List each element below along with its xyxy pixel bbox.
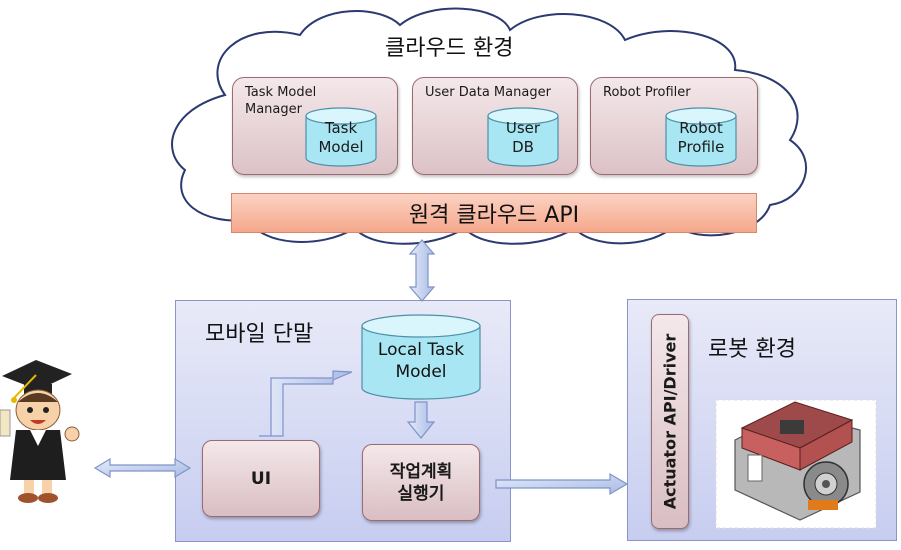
cloud-mobile-arrow xyxy=(408,239,436,302)
user-db-line2: DB xyxy=(512,138,534,156)
task-model-manager-label-line2: Manager xyxy=(245,102,302,117)
user-db-icon xyxy=(487,107,559,167)
user-db-line1: User xyxy=(505,119,541,137)
cloud-title: 클라우드 환경 xyxy=(385,36,514,61)
executor-to-robot-arrow xyxy=(495,472,629,496)
executor-line1: 작업계획 xyxy=(389,461,453,482)
user-data-manager-label: User Data Manager xyxy=(425,85,551,100)
ui-label: UI xyxy=(250,468,272,489)
ui-to-db-arrow xyxy=(259,370,353,437)
task-plan-executor-box: 작업계획 실행기 xyxy=(362,444,480,521)
remote-cloud-api-label: 원격 클라우드 API xyxy=(408,203,580,228)
robot-environment-title: 로봇 환경 xyxy=(708,337,796,362)
actuator-driver-box: Actuator API/Driver xyxy=(651,314,689,529)
task-model-db-line1: Task xyxy=(324,119,358,137)
db-to-executor-arrow xyxy=(406,401,436,439)
task-model-db-line2: Model xyxy=(318,138,364,156)
executor-line2: 실행기 xyxy=(397,483,445,504)
robot-profile-db-line1: Robot xyxy=(679,119,723,137)
task-model-db-icon xyxy=(305,107,377,167)
robot-profile-db-icon xyxy=(665,107,737,167)
local-task-model-line1: Local Task xyxy=(377,340,465,360)
task-model-manager-label-line1: Task Model xyxy=(245,85,317,100)
user-ui-arrow xyxy=(93,457,192,479)
remote-cloud-api-bar: 원격 클라우드 API xyxy=(231,193,757,233)
robot-profile-db-line2: Profile xyxy=(677,138,725,156)
mobile-terminal-title: 모바일 단말 xyxy=(205,322,314,347)
ui-box: UI xyxy=(202,440,320,517)
local-task-model-line2: Model xyxy=(395,362,447,382)
robot-profiler-label: Robot Profiler xyxy=(603,85,691,100)
